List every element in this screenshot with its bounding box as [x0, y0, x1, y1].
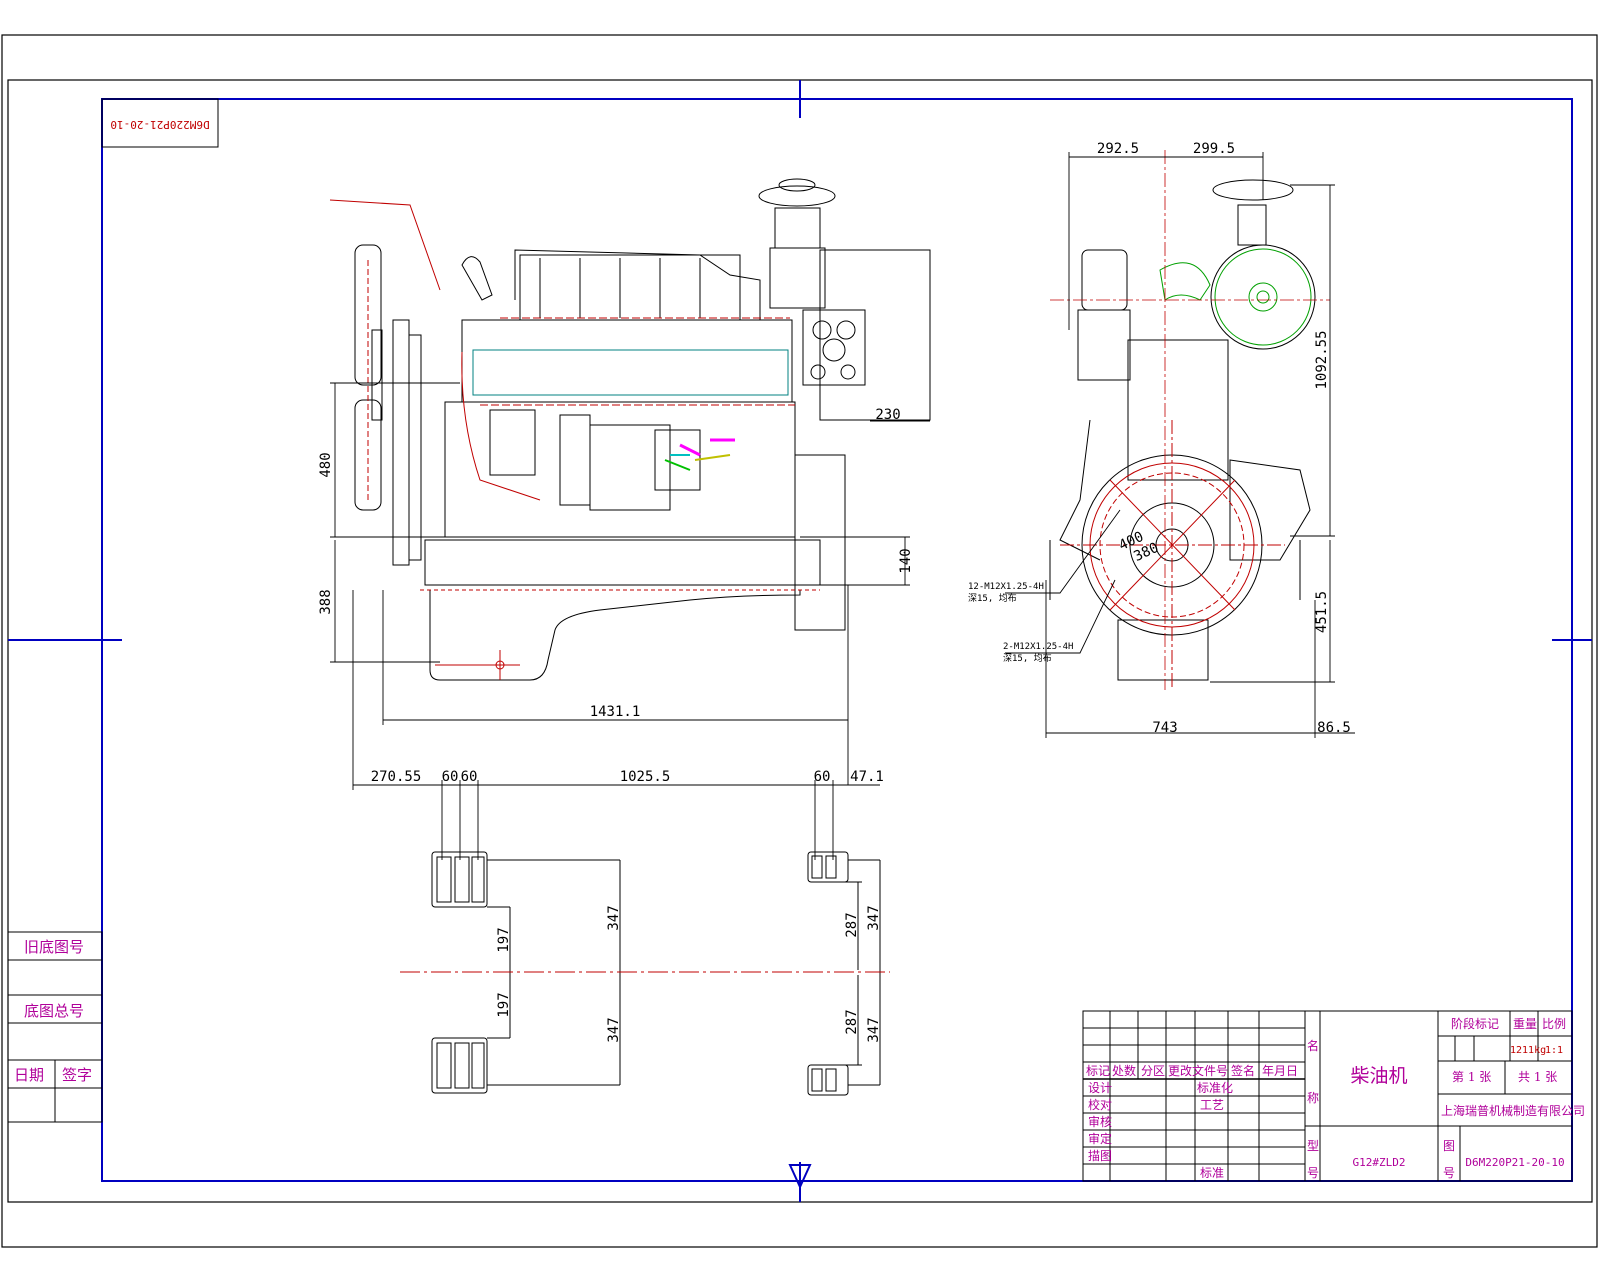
engine-front-view [1049, 179, 1316, 681]
role-review: 审核 [1088, 1114, 1112, 1129]
flywheel [1060, 420, 1285, 690]
old-drawing-no-label: 旧底图号 [24, 938, 84, 956]
dim-287-b: 287 [844, 1009, 860, 1034]
dim-347-c: 347 [866, 905, 882, 930]
product-name: 柴油机 [1350, 1065, 1407, 1087]
scale-value: 1:1 [1545, 1045, 1563, 1056]
role-process: 工艺 [1200, 1098, 1224, 1112]
rev-header-zone: 分区 [1141, 1064, 1165, 1078]
company-name: 上海瑞普机械制造有限公司 [1441, 1103, 1585, 1118]
dim-1025-5: 1025.5 [620, 769, 671, 785]
left-side-table [7, 931, 103, 1123]
drawing-number: D6M220P21-20-10 [1465, 1156, 1564, 1169]
title-block [1082, 1010, 1573, 1182]
dim-47-1: 47.1 [850, 769, 884, 785]
drawing-frame [101, 98, 1573, 1182]
date-label: 日期 [14, 1066, 44, 1084]
drawing-label-1: 图 [1443, 1139, 1455, 1153]
side-view-dimensions: 480 388 140 230 1431.1 270.55 60 60 1025… [318, 407, 914, 785]
rev-header-mark: 标记 [1086, 1064, 1110, 1078]
role-check: 校对 [1088, 1097, 1112, 1112]
dim-1092-55: 1092.55 [1314, 330, 1330, 389]
name-label-2: 称 [1307, 1091, 1319, 1105]
dim-347-d: 347 [866, 1017, 882, 1042]
sheet-number: 第 1 张 [1452, 1070, 1491, 1084]
title-block-text: 标记 处数 分区 更改文件号 签名 年月日 设计 校对 审核 审定 描图 标准化… [1086, 1016, 1585, 1180]
weight-label: 重量 [1513, 1017, 1537, 1031]
rev-header-sign: 签名 [1231, 1063, 1255, 1078]
dim-230: 230 [875, 407, 900, 423]
rev-header-date: 年月日 [1262, 1064, 1298, 1078]
dim-140: 140 [898, 548, 914, 573]
drawing-number-stamp: D6M220P21-20-10 [101, 98, 219, 148]
dim-480: 480 [318, 452, 334, 477]
model-label-2: 号 [1307, 1166, 1319, 1180]
foot-dimensions: 197 197 347 347 287 287 347 347 [496, 905, 882, 1042]
rev-header-count: 处数 [1112, 1063, 1136, 1078]
left-side-table-text: 旧底图号 底图总号 日期 签字 [14, 938, 92, 1084]
dim-60-b: 60 [461, 769, 478, 785]
signature-label: 签字 [62, 1066, 92, 1084]
sheet-total: 共 1 张 [1518, 1070, 1557, 1084]
front-view-green-parts [1159, 248, 1312, 346]
dim-388: 388 [318, 589, 334, 614]
dim-197-a: 197 [496, 927, 512, 952]
dim-197-b: 197 [496, 992, 512, 1017]
mounting-foot-details [400, 851, 890, 1096]
dim-299-5: 299.5 [1193, 141, 1235, 157]
dim-743: 743 [1152, 720, 1177, 736]
dim-60-c: 60 [814, 769, 831, 785]
callout-note-1: 深15, 均布 [968, 592, 1017, 604]
front-view-dimension-lines [1005, 152, 1355, 738]
model-label-1: 型 [1307, 1139, 1319, 1153]
dim-347-b: 347 [606, 1017, 622, 1042]
drawing-label-2: 号 [1443, 1166, 1455, 1180]
side-view-wiring [329, 199, 795, 680]
dim-451-5: 451.5 [1314, 591, 1330, 633]
dim-287-a: 287 [844, 912, 860, 937]
dim-347-a: 347 [606, 905, 622, 930]
front-view-centerlines [1050, 150, 1330, 690]
centring-marks [8, 80, 1592, 1202]
callout-thread-2: 2-M12X1.25-4H [1003, 642, 1073, 652]
model-value: G12#ZLD2 [1353, 1156, 1406, 1169]
engine-side-view [354, 178, 931, 681]
weight-value: 1211kg [1510, 1045, 1546, 1056]
role-standardization: 标准化 [1197, 1081, 1233, 1095]
role-design: 设计 [1088, 1081, 1112, 1095]
dim-292-5: 292.5 [1097, 141, 1139, 157]
stage-mark-label: 阶段标记 [1451, 1016, 1499, 1031]
stamp-text: D6M220P21-20-10 [110, 118, 209, 131]
callout-note-2: 深15, 均布 [1003, 652, 1052, 664]
dim-270-55: 270.55 [371, 769, 422, 785]
scale-label: 比例 [1542, 1017, 1566, 1031]
role-standard: 标准 [1200, 1166, 1224, 1180]
dim-1431-1: 1431.1 [590, 704, 641, 720]
front-view-dimensions: 292.5 299.5 1092.55 451.5 743 86.5 400 3… [968, 141, 1351, 736]
name-label-1: 名 [1307, 1038, 1319, 1053]
side-view-dimension-lines [330, 382, 930, 860]
role-approve: 审定 [1088, 1131, 1112, 1146]
dim-86-5: 86.5 [1317, 720, 1351, 736]
role-trace: 描图 [1088, 1149, 1112, 1163]
dim-60-a: 60 [442, 769, 459, 785]
outer-sheet-border [1, 34, 1598, 1248]
base-drawing-total-label: 底图总号 [24, 1002, 84, 1020]
callout-thread-1: 12-M12X1.25-4H [968, 582, 1044, 592]
rev-header-change-doc: 更改文件号 [1168, 1063, 1228, 1078]
